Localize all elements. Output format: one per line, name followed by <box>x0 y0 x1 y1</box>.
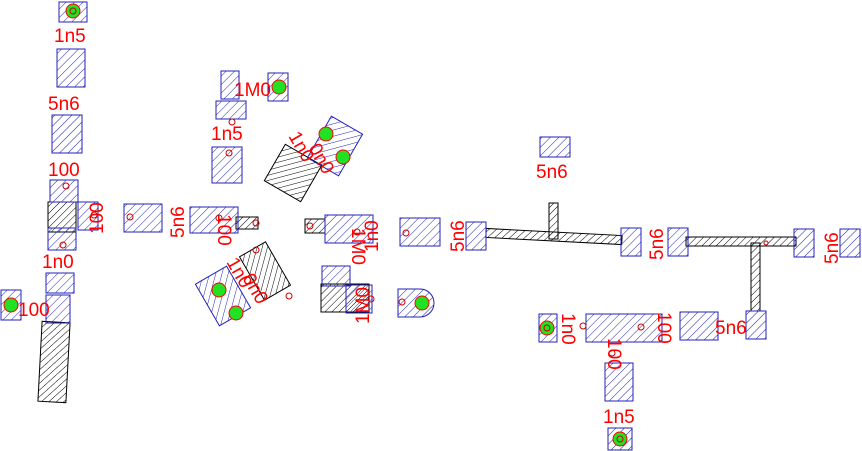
pad <box>745 310 767 340</box>
pad <box>215 100 247 120</box>
via <box>228 118 236 126</box>
label: 5n6 <box>822 232 843 264</box>
pad <box>321 265 351 287</box>
pad <box>77 201 99 231</box>
via <box>616 435 624 443</box>
label: 5n6 <box>715 318 747 339</box>
green-pads <box>3 3 628 447</box>
pad <box>399 217 441 247</box>
track-diag-upper <box>263 143 323 203</box>
pad <box>189 206 239 234</box>
pad <box>51 114 83 154</box>
via <box>126 213 134 221</box>
green-pad <box>318 126 334 142</box>
pad <box>620 227 642 257</box>
label: 1M0 <box>353 287 374 324</box>
label: 1n0 <box>42 252 74 273</box>
via <box>763 240 769 246</box>
via <box>579 322 587 330</box>
label: 100 <box>48 160 80 181</box>
track-center-stub <box>235 216 259 230</box>
label: 100 <box>18 300 50 321</box>
label: 100 <box>653 312 674 344</box>
via <box>69 7 77 15</box>
via <box>215 214 223 222</box>
track-diag-lower <box>238 241 292 301</box>
label: 1M0 <box>234 80 271 101</box>
via <box>252 219 260 227</box>
track-right-main-2 <box>685 236 797 247</box>
pad <box>45 272 75 294</box>
via <box>285 292 293 300</box>
green-pad <box>539 320 555 336</box>
label: 100 <box>213 214 234 246</box>
pad <box>679 311 719 341</box>
label: 5n6 <box>647 228 668 260</box>
track-left-vertical <box>37 320 71 404</box>
pad <box>539 136 571 158</box>
via <box>59 241 67 249</box>
pad <box>47 227 77 251</box>
green-pad <box>414 295 430 311</box>
pad <box>220 70 240 100</box>
track-right-branch-down <box>750 242 761 312</box>
via <box>62 182 70 190</box>
label: 1n0 <box>557 313 578 345</box>
track-right-branch-up <box>548 202 559 240</box>
pad <box>49 179 79 203</box>
via <box>637 323 645 331</box>
pad <box>667 227 689 257</box>
label: 1n5 <box>211 124 243 145</box>
label: 100 <box>87 202 108 234</box>
pad <box>604 362 634 402</box>
label: 1n5 <box>54 26 86 47</box>
green-pad <box>335 149 351 165</box>
pad <box>465 221 487 251</box>
pad <box>45 294 71 324</box>
track-center-right-stub <box>304 218 326 234</box>
vias <box>59 7 769 443</box>
pad <box>123 203 163 233</box>
via <box>608 349 616 357</box>
label: 5n6 <box>168 206 189 238</box>
green-pad <box>211 282 227 298</box>
via <box>367 295 375 303</box>
label: 5n6 <box>448 220 469 252</box>
pad <box>56 48 86 88</box>
pad <box>324 214 374 244</box>
green-pad <box>612 431 628 447</box>
via <box>252 246 260 254</box>
via <box>402 229 410 237</box>
green-pad <box>3 297 19 313</box>
pad <box>211 146 243 184</box>
via <box>90 211 98 219</box>
via <box>225 149 233 157</box>
tracks <box>37 143 797 404</box>
track-left-block <box>47 201 77 233</box>
via <box>353 228 361 236</box>
label: 5n6 <box>536 162 568 183</box>
pad <box>793 228 815 258</box>
label: 1n5 <box>603 407 635 428</box>
label: 5n6 <box>48 94 80 115</box>
via <box>398 298 406 306</box>
green-pad <box>65 3 81 19</box>
pad <box>585 313 663 343</box>
label: 1M0 <box>347 228 368 265</box>
pad <box>839 228 861 258</box>
via <box>306 222 314 230</box>
label: 1n0 <box>362 220 383 252</box>
via <box>543 324 551 332</box>
green-pad <box>271 79 287 95</box>
green-pad <box>228 305 244 321</box>
label: 100 <box>603 338 624 370</box>
